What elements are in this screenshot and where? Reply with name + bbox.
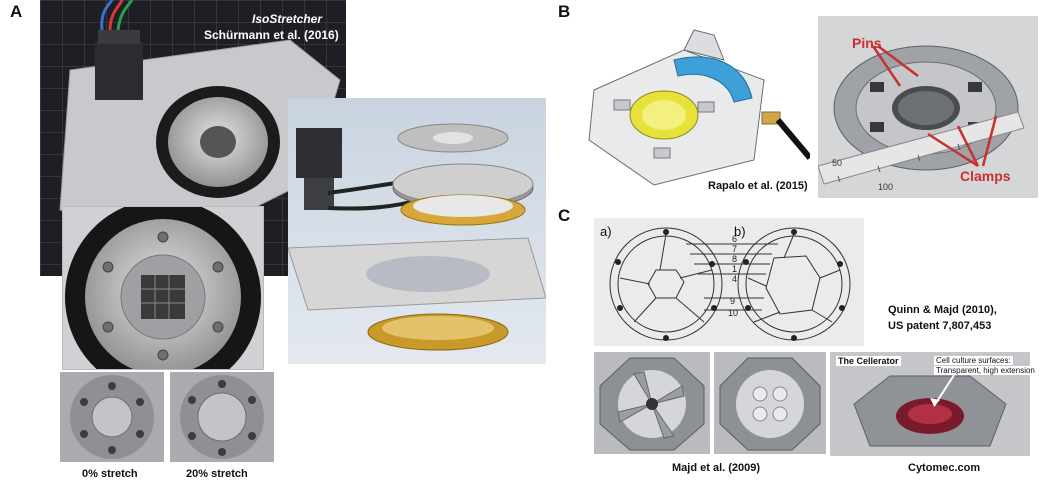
panel-letter-a: A — [10, 2, 23, 21]
stretch-20-label: 20% stretch — [186, 468, 248, 480]
quinn-schematic: 6 7 8 1 4 9 10 — [594, 218, 864, 346]
rapalo-citation: Rapalo et al. (2015) — [708, 180, 808, 192]
schematic-number-10: 10 — [728, 308, 738, 318]
stretch-0-photo — [60, 372, 164, 462]
panel-letter-b: B — [558, 2, 571, 21]
ruler-mark-100: 100 — [878, 182, 893, 192]
cellerator-title: The Cellerator — [836, 356, 901, 366]
schematic-number-4: 4 — [732, 274, 737, 284]
schematic-number-1: 1 — [732, 264, 737, 274]
quinn-citation-line2: US patent 7,807,453 — [888, 320, 992, 332]
majd-citation: Majd et al. (2009) — [672, 462, 761, 474]
ruler-mark-50: 50 — [832, 158, 842, 168]
schematic-number-8: 8 — [732, 254, 737, 264]
stretch-0-label: 0% stretch — [82, 468, 138, 480]
isostretcher-exploded-cad — [288, 98, 546, 364]
schematic-label-b: b) — [734, 224, 746, 239]
schematic-number-9: 9 — [730, 296, 735, 306]
majd-photo-2 — [714, 352, 826, 454]
schurmann-citation: Schürmann et al. (2016) — [204, 28, 339, 42]
cytomec-citation: Cytomec.com — [908, 462, 981, 474]
ring-closeup-inset — [62, 206, 264, 370]
rapalo-cad-drawing — [574, 20, 810, 200]
isostretcher-title: IsoStretcher — [252, 12, 323, 26]
majd-photo-1 — [594, 352, 710, 454]
schematic-label-a: a) — [600, 224, 612, 239]
stretch-20-photo — [170, 372, 274, 462]
quinn-citation-line1: Quinn & Majd (2010), — [888, 304, 997, 316]
cellerator-note-line1: Cell culture surfaces: — [934, 356, 1013, 365]
rapalo-device-photo: 50 100 — [818, 16, 1038, 198]
clamps-label: Clamps — [960, 168, 1011, 184]
panel-letter-c: C — [558, 206, 571, 225]
cellerator-note-line2: Transparent, high extension — [934, 366, 1037, 375]
schematic-number-6: 6 — [732, 234, 737, 244]
schematic-number-7: 7 — [732, 244, 737, 254]
pins-label: Pins — [852, 35, 882, 51]
